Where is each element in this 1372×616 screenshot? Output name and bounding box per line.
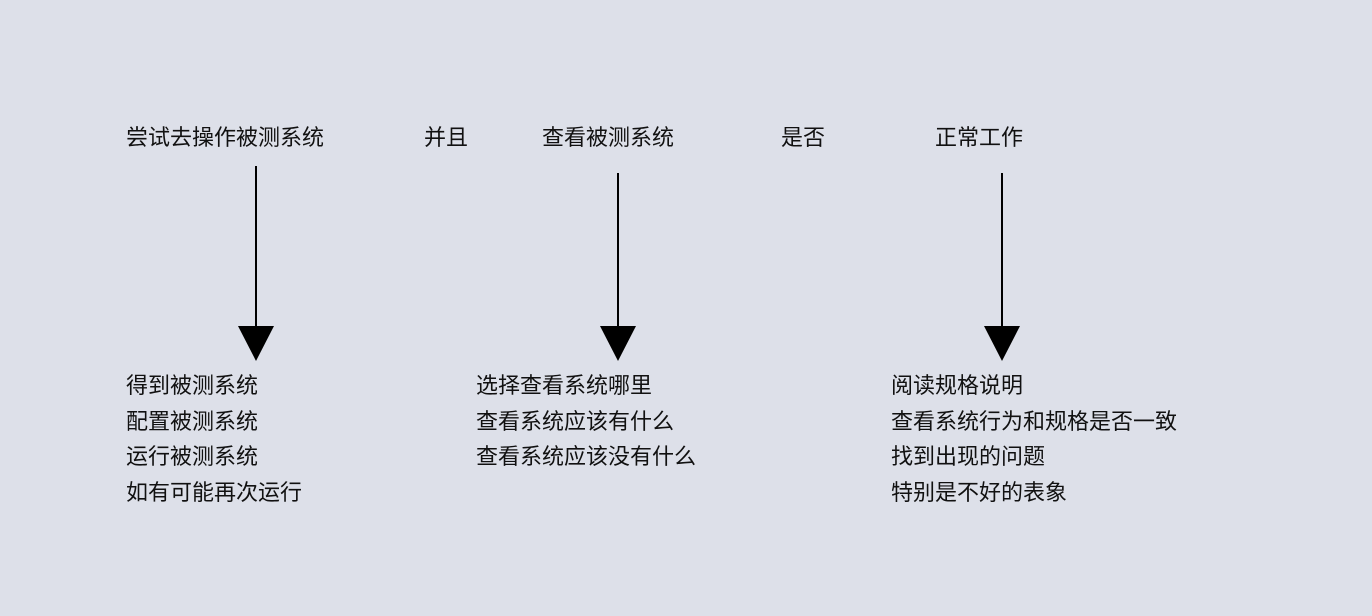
column-operate-item-4: 如有可能再次运行 — [126, 480, 303, 506]
column-observe-item-2: 查看系统应该有什么 — [476, 409, 675, 435]
column-evaluate-item-2: 查看系统行为和规格是否一致 — [891, 409, 1178, 435]
column-evaluate-item-3: 找到出现的问题 — [891, 445, 1046, 470]
column-evaluate-item-4: 特别是不好的表象 — [891, 480, 1068, 506]
column-evaluate-item-1: 阅读规格说明 — [891, 374, 1024, 399]
column-evaluate: 阅读规格说明 查看系统行为和规格是否一致 找到出现的问题 特别是不好的表象 — [891, 369, 1177, 511]
column-observe: 选择查看系统哪里 查看系统应该有什么 查看系统应该没有什么 — [476, 369, 696, 476]
top-label-check-system: 查看被测系统 — [542, 126, 675, 151]
top-label-and: 并且 — [424, 126, 469, 151]
column-operate-item-1: 得到被测系统 — [126, 374, 259, 399]
top-label-works-normally: 正常工作 — [935, 126, 1024, 151]
column-operate: 得到被测系统 配置被测系统 运行被测系统 如有可能再次运行 — [126, 369, 302, 511]
column-observe-item-3: 查看系统应该没有什么 — [476, 445, 697, 470]
top-label-operate-system: 尝试去操作被测系统 — [126, 126, 325, 151]
arrow-2 — [600, 173, 636, 361]
top-label-whether: 是否 — [781, 126, 826, 151]
column-observe-item-1: 选择查看系统哪里 — [476, 374, 653, 399]
column-operate-item-2: 配置被测系统 — [126, 409, 259, 435]
arrow-3 — [984, 173, 1020, 361]
arrow-1 — [238, 166, 274, 361]
column-operate-item-3: 运行被测系统 — [126, 445, 259, 470]
